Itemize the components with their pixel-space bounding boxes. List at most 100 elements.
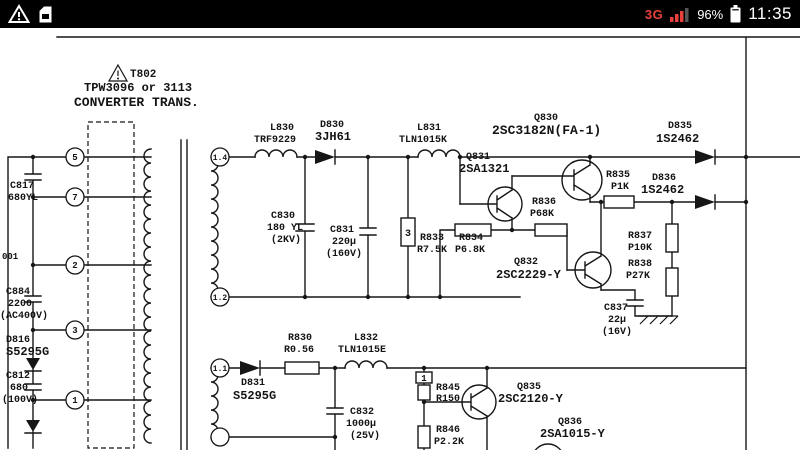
- junction-dot: [598, 199, 604, 205]
- junction-dot: [302, 294, 308, 300]
- label-r837-ref: R837: [628, 231, 652, 242]
- label-c830-val1: 180 YL: [267, 223, 303, 234]
- label-l830-val: TRF9229: [254, 135, 296, 146]
- label-r836-val: P68K: [530, 209, 554, 220]
- junction-dot: [405, 294, 411, 300]
- label-term-1-1: 1.1: [213, 365, 228, 374]
- r830-resistor-box: [284, 361, 320, 375]
- label-q831-val: 2SA1321: [459, 162, 509, 176]
- label-trans-part: TPW3096 or 3113: [84, 81, 192, 95]
- label-r846-ref: R846: [436, 425, 460, 436]
- label-testpoint-3: 3: [405, 229, 411, 240]
- label-d835-ref: D835: [668, 121, 692, 132]
- label-r836-ref: R836: [532, 197, 556, 208]
- label-d830-ref: D830: [320, 120, 344, 131]
- q832-transistor: [566, 201, 612, 291]
- label-c837-val1: 22µ: [608, 315, 626, 326]
- junction-dot: [30, 194, 36, 200]
- junction-dot: [332, 365, 338, 371]
- label-l832-val: TLN1015E: [338, 345, 386, 356]
- transformer-secondary-bottom-winding: [210, 367, 219, 439]
- label-l831-ref: L831: [417, 123, 441, 134]
- q831-transistor: [459, 175, 523, 231]
- label-trans-name: CONVERTER TRANS.: [74, 95, 199, 110]
- r846-resistor-box: [417, 425, 431, 449]
- ground-symbol: [638, 315, 679, 325]
- r834-resistor-box: [454, 223, 492, 237]
- label-d816-ref: D816: [6, 335, 30, 346]
- label-d816-val: S5295G: [6, 345, 49, 359]
- junction-dot: [30, 262, 36, 268]
- warning-triangle-icon: [107, 63, 129, 82]
- label-c831-ref: C831: [330, 225, 354, 236]
- label-r833-val: R7.5K: [417, 245, 447, 256]
- status-bar[interactable]: 3G 96% 11:35: [0, 0, 800, 28]
- label-r845-val: R150: [436, 394, 460, 405]
- r836-resistor-box: [534, 223, 568, 237]
- transformer-secondary-top-winding: [210, 156, 219, 298]
- junction-dot: [743, 154, 749, 160]
- label-c832-val2: (25V): [350, 430, 380, 442]
- label-c817-ref: C817: [10, 181, 34, 192]
- label-term-7: 7: [72, 193, 77, 203]
- transformer-core: [180, 139, 188, 450]
- label-q832-val: 2SC2229-Y: [496, 268, 562, 282]
- label-c884-val2: (AC400V): [0, 310, 48, 322]
- network-type-label: 3G: [644, 6, 664, 22]
- l831-inductor: [417, 149, 461, 158]
- junction-dot: [484, 365, 490, 371]
- r838-resistor-box: [665, 267, 679, 297]
- label-c812-val2: (100V): [2, 394, 38, 406]
- warning-icon: [8, 4, 30, 23]
- label-term-2: 2: [72, 261, 77, 271]
- label-q835-val: 2SC2120-Y: [498, 392, 564, 406]
- label-q830-val: 2SC3182N(FA-1): [492, 123, 601, 138]
- junction-dot: [669, 199, 675, 205]
- label-c817-val: 680YL: [8, 193, 38, 204]
- label-d835-val: 1S2462: [656, 132, 699, 146]
- label-c812-ref: C812: [6, 371, 30, 382]
- label-d831-val: S5295G: [233, 389, 276, 403]
- junction-dot: [743, 199, 749, 205]
- label-testpoint-1: 1: [421, 374, 427, 384]
- label-c812-val1: 680: [10, 383, 28, 394]
- label-c830-val2: (2KV): [271, 234, 301, 246]
- transformer-shield-dashed-box: [87, 121, 135, 449]
- label-term-1-2: 1.2: [213, 294, 228, 303]
- junction-dot: [457, 154, 463, 160]
- l830-inductor: [254, 149, 298, 158]
- testpoint-1-box: [415, 371, 433, 384]
- transformer-primary-winding: [143, 148, 152, 444]
- r835-resistor-box: [603, 195, 635, 209]
- signal-strength-icon: [670, 8, 689, 22]
- clock-label: 11:35: [748, 4, 792, 23]
- junction-dot: [421, 399, 427, 405]
- junction-dot: [30, 327, 36, 333]
- label-left-edge-partial: 001: [2, 252, 19, 262]
- label-d836-val: 1S2462: [641, 183, 684, 197]
- sim-card-icon: [39, 6, 52, 22]
- label-term-3: 3: [72, 326, 77, 336]
- q836-transistor: [534, 443, 562, 450]
- junction-dot: [405, 154, 411, 160]
- r837-resistor-box: [665, 223, 679, 253]
- label-r835-val: P1K: [611, 182, 629, 193]
- status-bar-left: [8, 4, 53, 24]
- label-c831-val1: 220µ: [332, 237, 356, 248]
- q835-transistor: [423, 367, 497, 450]
- r833-resistor-box: [400, 217, 416, 247]
- label-l830-ref: L830: [270, 123, 294, 134]
- junction-dots: [30, 154, 749, 440]
- battery-icon: [730, 5, 741, 23]
- label-c830-ref: C830: [271, 211, 295, 222]
- label-r837-val: P10K: [628, 243, 652, 254]
- transformer-terminals: [65, 147, 230, 447]
- label-c832-val1: 1000µ: [346, 419, 376, 430]
- label-r838-val: P27K: [626, 271, 650, 282]
- junction-dot: [365, 294, 371, 300]
- junction-dot: [587, 154, 593, 160]
- label-c884-ref: C884: [6, 287, 30, 298]
